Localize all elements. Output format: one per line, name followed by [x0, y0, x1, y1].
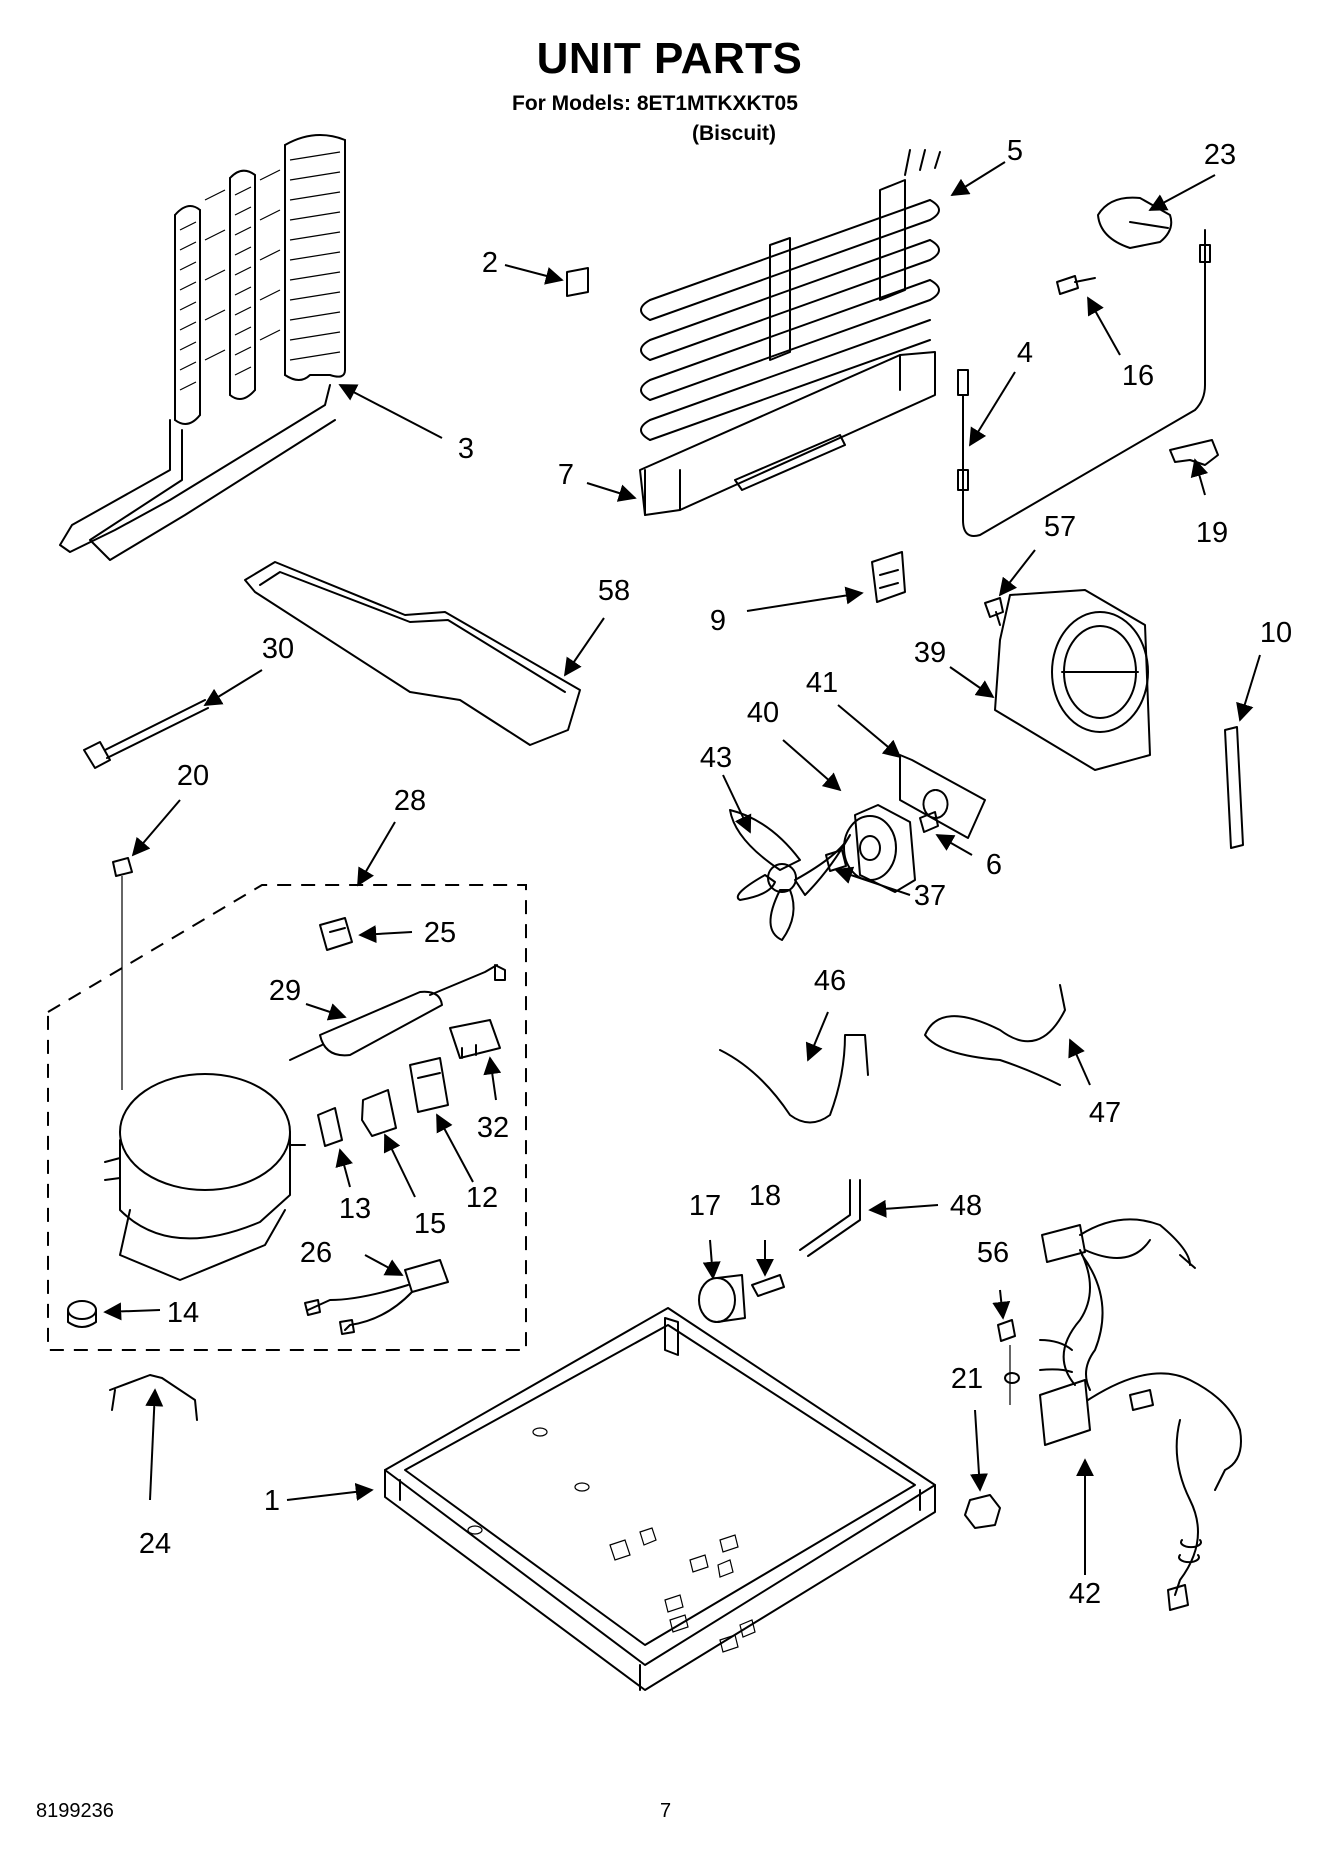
- tube-47: [924, 984, 1066, 1086]
- doc-number: 8199236: [36, 1800, 114, 1822]
- bracket-part: [871, 551, 906, 603]
- screw-20: [112, 857, 133, 1090]
- callout-39: 39: [914, 637, 946, 669]
- leader-lines: [103, 161, 1261, 1575]
- callout-14: 14: [167, 1297, 199, 1329]
- page-title: UNIT PARTS: [536, 34, 803, 83]
- filter-drier: [289, 964, 506, 1061]
- models-line: For Models: 8ET1MTKXKT05: [512, 92, 798, 115]
- base-frame: [384, 1307, 936, 1691]
- callout-46: 46: [814, 965, 846, 997]
- mount-plate: [899, 754, 986, 839]
- callout-48: 48: [950, 1190, 982, 1222]
- callout-19: 19: [1196, 517, 1228, 549]
- cap-part: [1097, 196, 1173, 249]
- relay-25: [319, 917, 353, 951]
- callout-13: 13: [339, 1193, 371, 1225]
- callout-56: 56: [977, 1237, 1009, 1269]
- fan-blade: [729, 809, 851, 941]
- bracket-24: [109, 1374, 198, 1421]
- callout-43: 43: [700, 742, 732, 774]
- callout-17: 17: [689, 1190, 721, 1222]
- strip-part: [1224, 726, 1244, 849]
- callout-2: 2: [482, 247, 498, 279]
- callout-9: 9: [710, 605, 726, 637]
- callout-labels: 1 2 3 4 5 6 7 9 10 12 13 14 15 16 17 18 …: [139, 135, 1292, 1610]
- color-line: (Biscuit): [692, 122, 776, 145]
- screw-57: [984, 597, 1004, 626]
- clip-15: [361, 1089, 397, 1137]
- callout-26: 26: [300, 1237, 332, 1269]
- clip-13: [317, 1107, 343, 1147]
- compressor: [104, 1073, 306, 1281]
- connector-32: [449, 1019, 501, 1059]
- page-number: 7: [660, 1800, 672, 1822]
- callout-29: 29: [269, 975, 301, 1007]
- callout-15: 15: [414, 1208, 446, 1240]
- callout-37: 37: [914, 880, 946, 912]
- evaporator-tray: [639, 351, 936, 516]
- callout-10: 10: [1260, 617, 1292, 649]
- callout-5: 5: [1007, 135, 1023, 167]
- callout-12: 12: [466, 1182, 498, 1214]
- callout-32: 32: [477, 1112, 509, 1144]
- callout-40: 40: [747, 697, 779, 729]
- callout-6: 6: [986, 849, 1002, 881]
- callout-24: 24: [139, 1528, 171, 1560]
- harness-26: [304, 1259, 449, 1335]
- thermistor-part: [957, 229, 1211, 537]
- callout-30: 30: [262, 633, 294, 665]
- wiring-harness: [1039, 1218, 1242, 1611]
- callout-3: 3: [458, 433, 474, 465]
- callout-47: 47: [1089, 1097, 1121, 1129]
- tube-46: [719, 1034, 869, 1124]
- fan-motor: [843, 804, 916, 893]
- evaporator: [640, 149, 941, 441]
- callout-4: 4: [1017, 337, 1033, 369]
- nut-21: [964, 1494, 1001, 1529]
- callout-20: 20: [177, 760, 209, 792]
- screw-6: [919, 811, 939, 833]
- fan-shroud: [994, 589, 1151, 771]
- overload-12: [409, 1057, 449, 1113]
- screw-16: [1056, 275, 1096, 295]
- compressor-kit-group: [47, 884, 527, 1351]
- roller-17: [698, 1274, 746, 1323]
- drain-pan: [244, 561, 581, 746]
- pin-18: [751, 1274, 785, 1297]
- screw-56: [997, 1319, 1020, 1405]
- callout-16: 16: [1122, 360, 1154, 392]
- callout-23: 23: [1204, 139, 1236, 171]
- condenser-coil: [59, 134, 346, 561]
- callout-57: 57: [1044, 511, 1076, 543]
- clip-part: [1169, 439, 1219, 466]
- callout-7: 7: [558, 459, 574, 491]
- callout-42: 42: [1069, 1578, 1101, 1610]
- callout-41: 41: [806, 667, 838, 699]
- callout-1: 1: [264, 1485, 280, 1517]
- callout-28: 28: [394, 785, 426, 817]
- tie-strap: [83, 699, 209, 769]
- callout-21: 21: [951, 1363, 983, 1395]
- grommet-14: [67, 1300, 97, 1328]
- tube-48: [799, 1179, 861, 1257]
- callout-25: 25: [424, 917, 456, 949]
- pad-part: [566, 267, 589, 297]
- callout-58: 58: [598, 575, 630, 607]
- callout-18: 18: [749, 1180, 781, 1212]
